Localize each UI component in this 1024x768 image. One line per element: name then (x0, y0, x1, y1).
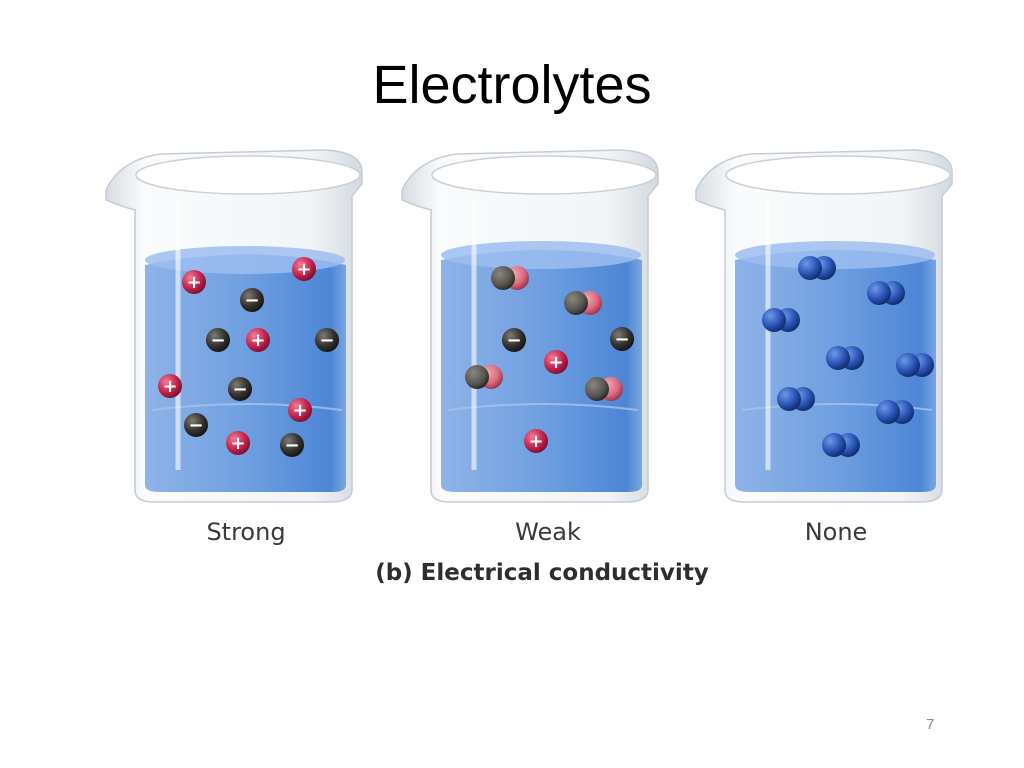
anion-ion: − (502, 328, 526, 352)
minus-sign: − (506, 330, 521, 351)
cation-ion: + (158, 374, 182, 398)
anion-ion: − (228, 377, 252, 401)
plus-sign: + (292, 400, 307, 421)
cation-ion: + (182, 270, 206, 294)
plus-sign: + (548, 352, 563, 373)
plus-sign: + (250, 330, 265, 351)
cation-ion: + (524, 429, 548, 453)
plus-sign: + (162, 376, 177, 397)
nonelectrolyte-molecule (867, 281, 905, 305)
anion-ion: − (184, 413, 208, 437)
plus-sign: + (186, 272, 201, 293)
anion-ion: − (315, 328, 339, 352)
nonelectrolyte-molecule (896, 353, 934, 377)
minus-sign: − (319, 330, 334, 351)
beaker-label-weak: Weak (515, 518, 581, 546)
minus-sign: − (188, 415, 203, 436)
minus-sign: − (232, 379, 247, 400)
electrolyte-beakers-diagram: ++−−+−+−+−+−−−++ (105, 149, 953, 503)
slide-title: Electrolytes (372, 55, 652, 115)
figure-caption: (b) Electrical conductivity (375, 560, 709, 586)
nonelectrolyte-molecule (777, 387, 815, 411)
nonelectrolyte-molecule (876, 400, 914, 424)
nonelectrolyte-molecule (826, 346, 864, 370)
anion-ion: − (240, 288, 264, 312)
weak-electrolyte-molecule (564, 291, 602, 315)
anion-ion: − (206, 328, 230, 352)
beaker-label-none: None (804, 518, 868, 546)
nonelectrolyte-molecule (762, 308, 800, 332)
particles-layer: ++−−+−+−+−+−−−++ (158, 256, 934, 457)
minus-sign: − (614, 329, 629, 350)
cation-ion: + (544, 350, 568, 374)
beaker-label-strong: Strong (206, 518, 286, 546)
weak-electrolyte-molecule (465, 365, 503, 389)
minus-sign: − (284, 435, 299, 456)
plus-sign: + (528, 431, 543, 452)
anion-ion: − (610, 327, 634, 351)
cation-ion: + (226, 431, 250, 455)
minus-sign: − (210, 330, 225, 351)
plus-sign: + (296, 259, 311, 280)
minus-sign: − (244, 290, 259, 311)
anion-ion: − (280, 433, 304, 457)
plus-sign: + (230, 433, 245, 454)
cation-ion: + (288, 398, 312, 422)
nonelectrolyte-molecule (822, 433, 860, 457)
page-number: 7 (926, 716, 935, 733)
weak-electrolyte-molecule (491, 266, 529, 290)
cation-ion: + (292, 257, 316, 281)
cation-ion: + (246, 328, 270, 352)
nonelectrolyte-molecule (798, 256, 836, 280)
weak-electrolyte-molecule (585, 377, 623, 401)
